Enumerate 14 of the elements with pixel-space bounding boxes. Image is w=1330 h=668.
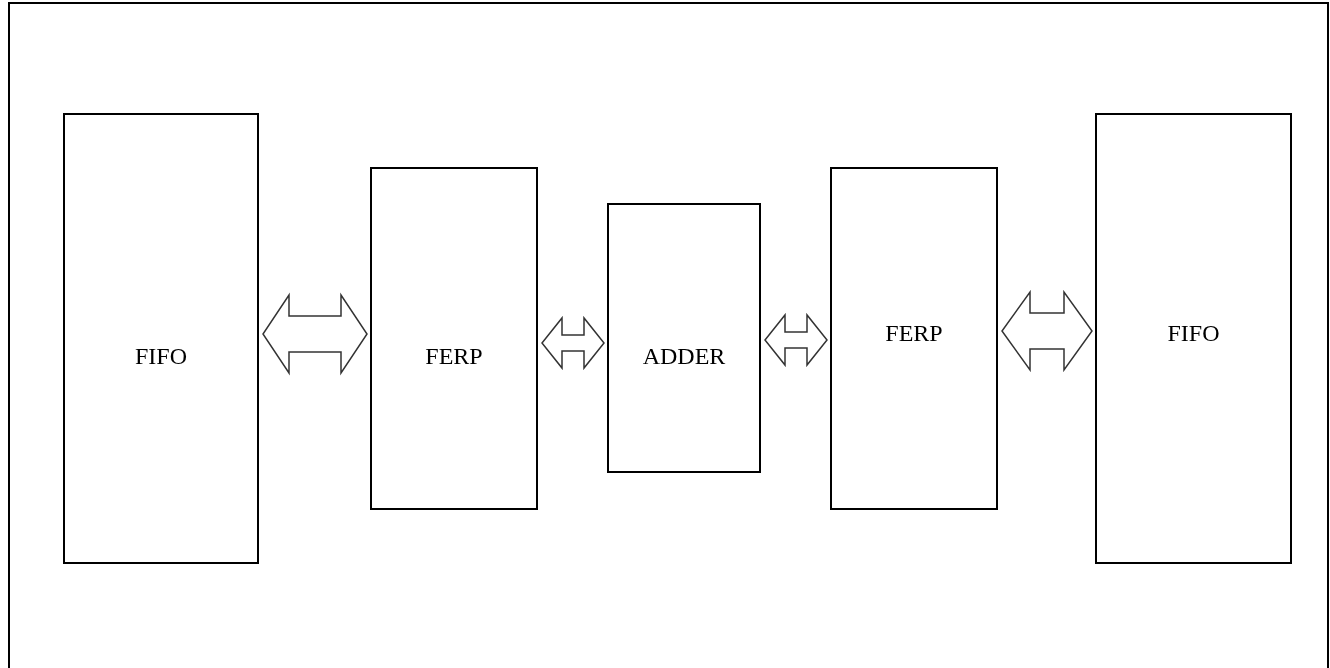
block-box bbox=[370, 167, 538, 510]
block-label: FIFO bbox=[1167, 320, 1220, 346]
block-label: FERP bbox=[885, 320, 943, 346]
block-label: FERP bbox=[425, 343, 483, 369]
block-box bbox=[830, 167, 998, 510]
block-box bbox=[607, 203, 761, 473]
double-arrow bbox=[541, 315, 605, 371]
block-box bbox=[63, 113, 259, 564]
block-label: FIFO bbox=[135, 343, 187, 369]
block-label: ADDER bbox=[642, 343, 726, 369]
double-arrow bbox=[1001, 289, 1093, 373]
double-arrow bbox=[262, 292, 368, 376]
double-arrow bbox=[764, 312, 828, 368]
block-box bbox=[1095, 113, 1292, 564]
